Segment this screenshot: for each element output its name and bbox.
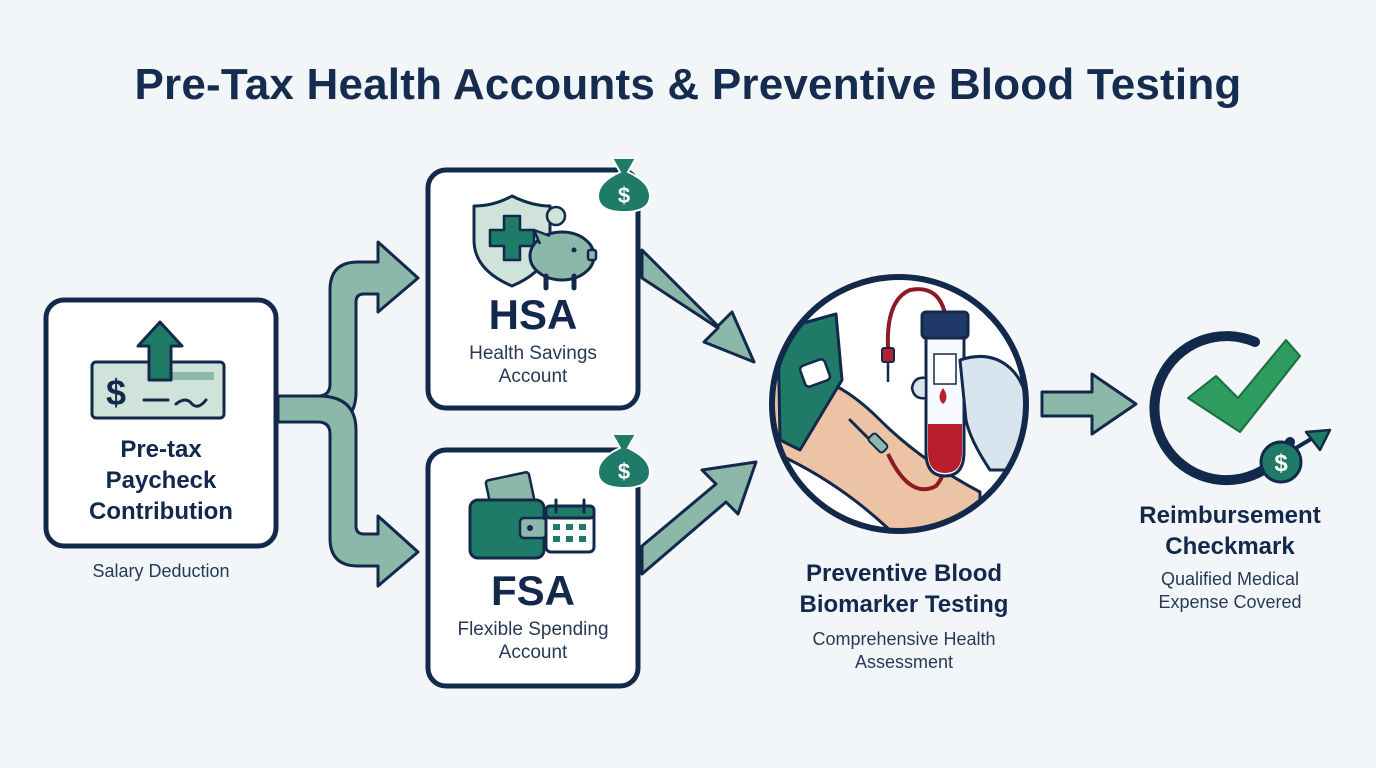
arrow-paycheck-to-hsa bbox=[276, 240, 420, 424]
paycheck-caption: Salary Deduction bbox=[92, 561, 230, 581]
dollar-arrow-icon: $ bbox=[1259, 428, 1332, 484]
arrow-paycheck-to-fsa bbox=[276, 394, 420, 588]
testing-caption-line: Comprehensive Health bbox=[812, 629, 996, 649]
svg-text:$: $ bbox=[618, 459, 630, 484]
connector-arrows bbox=[276, 240, 1138, 588]
money-bag-icon: $ bbox=[596, 157, 652, 214]
hsa-label-line: Account bbox=[498, 366, 568, 387]
reimbursement-label-line: Reimbursement bbox=[1139, 502, 1321, 529]
paycheck-node: $ bbox=[43, 297, 279, 549]
reimbursement-caption: Qualified Medical Expense Covered bbox=[1110, 568, 1350, 614]
dollar-icon: $ bbox=[106, 372, 126, 413]
testing-caption-line: Assessment bbox=[854, 652, 954, 672]
calendar-icon bbox=[544, 498, 596, 554]
up-arrow-icon bbox=[136, 320, 184, 382]
blood-draw-icon bbox=[772, 287, 982, 531]
testing-node bbox=[769, 274, 1029, 534]
wallet-icon bbox=[468, 471, 548, 560]
reimbursement-caption-line: Expense Covered bbox=[1158, 592, 1302, 612]
testing-label-line: Biomarker Testing bbox=[799, 591, 1009, 618]
reimbursement-caption-line: Qualified Medical bbox=[1160, 569, 1300, 589]
arrow-fsa-to-testing bbox=[640, 460, 758, 576]
fsa-label: Flexible Spending Account bbox=[428, 618, 638, 664]
svg-text:$: $ bbox=[1274, 450, 1288, 477]
reimbursement-node: $ bbox=[1149, 331, 1332, 486]
paycheck-label-line: Pre-tax bbox=[120, 436, 202, 463]
reimbursement-label: Reimbursement Checkmark bbox=[1110, 500, 1350, 562]
fsa-label-line: Flexible Spending bbox=[457, 619, 609, 640]
reimbursement-label-line: Checkmark bbox=[1165, 533, 1295, 560]
fsa-label-line: Account bbox=[498, 642, 568, 663]
page-title: Pre-Tax Health Accounts & Preventive Blo… bbox=[134, 60, 1242, 109]
fsa-abbr: FSA bbox=[491, 567, 575, 614]
arrow-testing-to-checkmark bbox=[1040, 372, 1138, 436]
hsa-label: Health Savings Account bbox=[428, 342, 638, 388]
paycheck-label-line: Contribution bbox=[89, 498, 233, 525]
svg-text:$: $ bbox=[618, 183, 630, 208]
hsa-abbr: HSA bbox=[488, 291, 578, 338]
checkmark-icon bbox=[1149, 331, 1301, 486]
hsa-node: $ bbox=[425, 157, 652, 411]
money-bag-icon: $ bbox=[596, 433, 652, 490]
arrow-hsa-to-testing bbox=[640, 248, 756, 364]
piggy-bank-icon bbox=[528, 205, 598, 291]
paycheck-label: Pre-tax Paycheck Contribution bbox=[46, 434, 276, 527]
test-tube-icon bbox=[910, 310, 1026, 478]
testing-label: Preventive Blood Biomarker Testing bbox=[754, 558, 1054, 620]
hsa-label-line: Health Savings bbox=[469, 343, 597, 364]
paycheck-label-line: Paycheck bbox=[105, 467, 217, 494]
testing-label-line: Preventive Blood bbox=[805, 560, 1003, 587]
testing-caption: Comprehensive Health Assessment bbox=[754, 628, 1054, 674]
fsa-node: $ bbox=[425, 433, 652, 689]
